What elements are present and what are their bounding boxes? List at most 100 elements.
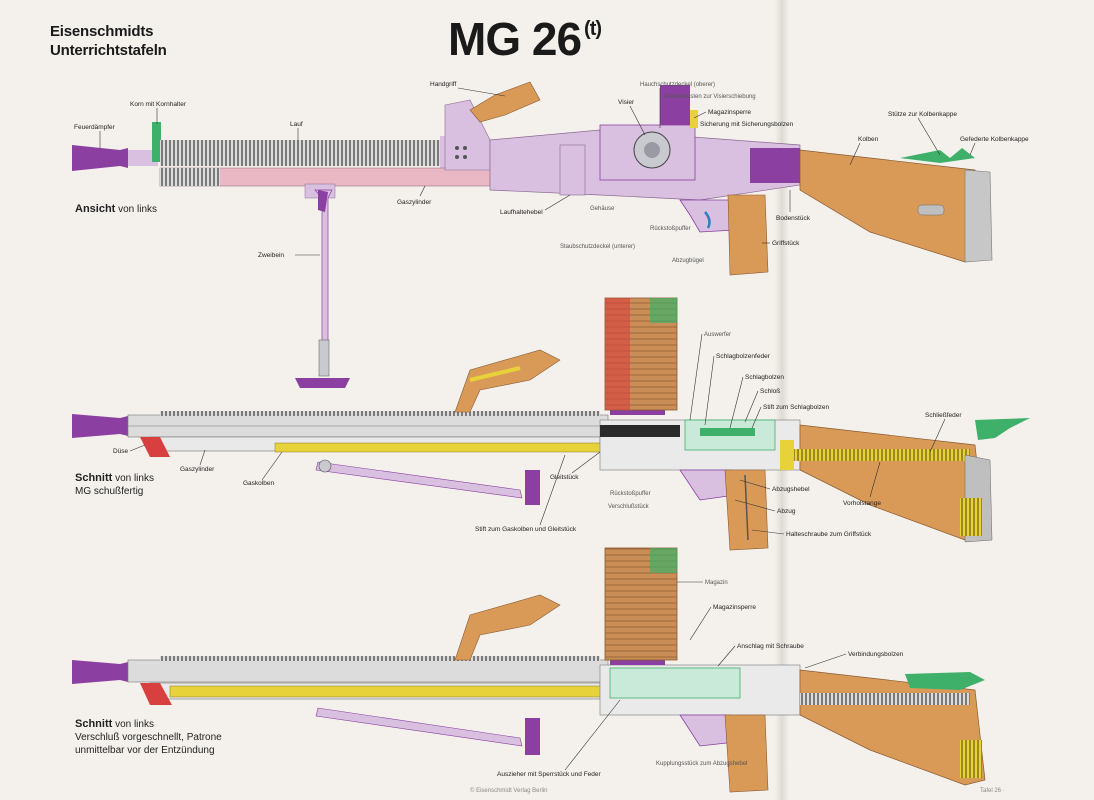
bolt-forward (609, 667, 741, 699)
barrel-latch (559, 144, 586, 196)
label-verbindungsbolzen: Verbindungsbolzen (848, 651, 904, 658)
label-stift-gaskolben: Stift zum Gaskolben und Gleitstück (475, 526, 577, 533)
section-view-1 (72, 297, 1030, 551)
gas-piston (169, 685, 611, 698)
label-sicherung: Sicherung mit Sicherungsbolzen (700, 121, 794, 128)
label-stift-schlagbolzen: Stift zum Schlagbolzen (763, 404, 830, 411)
page-title: MG 26(t) (448, 12, 602, 66)
label-kolben: Kolben (858, 136, 879, 143)
gas-nozzle (140, 683, 172, 705)
label-anschlag: Anschlag mit Schraube (737, 643, 804, 650)
label-magazin: Magazin (705, 580, 728, 586)
bipod-foot (295, 378, 350, 388)
butt-plate-mount (750, 148, 800, 183)
label-schlagbolzenfeder: Schlagbolzenfeder (716, 353, 771, 360)
view-caption-2: MG schußfertig (75, 486, 144, 497)
label-griffstueck: Griffstück (772, 240, 800, 247)
label-auswerfer: Auswerfer (704, 332, 731, 338)
view-caption: von links (115, 719, 154, 730)
carry-handle (454, 594, 561, 661)
labels-top: Feuerdämpfer Korn mit Kornhalter Lauf Ha… (74, 81, 1029, 264)
recoil-spring (790, 449, 970, 461)
label-gaszylinder: Gaszylinder (180, 466, 215, 473)
stock-section (799, 424, 986, 541)
butt-plate (964, 169, 993, 263)
magazine-catch (690, 110, 698, 128)
pistol-grip (727, 194, 769, 276)
carry-handle (469, 81, 541, 123)
label-deckel: Hauchschutzdeckel (oberer) (640, 82, 715, 88)
firing-pin (700, 428, 755, 436)
butt-support (975, 418, 1030, 440)
footer-plate: Tafel 26 · (980, 788, 1005, 794)
label-vorholstange: Vorholstange (843, 500, 881, 507)
flash-hider (72, 145, 128, 171)
barrel (160, 140, 445, 166)
label-lauf: Lauf (290, 121, 303, 128)
label-laufhalthebel: Laufhaltehebel (500, 209, 543, 216)
label-magazinsperre: Magazinsperre (708, 109, 751, 116)
page-fold (775, 0, 789, 800)
view-caption-3: unmittelbar vor der Entzündung (75, 745, 215, 756)
label-handgriff: Handgriff (430, 81, 456, 88)
carry-handle (454, 349, 561, 413)
label-schlagbolzen: Schlagbolzen (745, 374, 784, 381)
view-caption-2: Verschluß vorgeschnellt, Patrone (75, 732, 222, 743)
view-caption: von links (118, 204, 158, 215)
publisher-line-2: Unterrichtstafeln (50, 42, 167, 59)
pistol-grip (724, 714, 769, 793)
barrel-fins (160, 411, 600, 416)
label-puffer: Rückstoßpuffer (650, 226, 691, 232)
label-gleitstueck: Gleitstück (550, 474, 579, 481)
label-staubdeckel: Staubschutzdeckel (unterer) (560, 244, 635, 250)
flash-hider (72, 414, 128, 438)
label-visierschieber: Abdeckkasten zur Visierschiebung (664, 94, 756, 100)
view-label-section-2: Schnitt von links Verschluß vorgeschnell… (75, 718, 222, 757)
view-label-side: Ansicht von links (75, 203, 157, 216)
label-auszieher: Auszieher mit Sperrstück und Feder (497, 771, 602, 778)
gas-nozzle (140, 437, 170, 457)
butt-support (905, 672, 985, 690)
stock (799, 149, 986, 263)
label-feuerdaempfer: Feuerdämpfer (74, 124, 116, 131)
label-puffer: Rückstoßpuffer (610, 491, 651, 497)
front-sight (152, 122, 161, 162)
label-magazinsperre: Magazinsperre (713, 604, 756, 611)
bipod-folded (315, 707, 523, 747)
butt-support (900, 148, 975, 163)
label-gaskolben: Gaskolben (243, 480, 274, 487)
footer-publisher: © Eisenschmidt Verlag Berlin (470, 788, 548, 794)
label-zweibein: Zweibein (258, 252, 284, 259)
view-label-section-1: Schnitt von links MG schußfertig (75, 472, 154, 498)
label-verschlussstueck: Verschlußstück (608, 504, 650, 510)
label-kolbenkappe: Gefederte Kolbenkappe (960, 136, 1029, 143)
label-kupplung: Kupplungsstück zum Abzugshebel (656, 761, 747, 767)
butt-spring (960, 740, 982, 778)
view-title: Schnitt (75, 718, 113, 730)
labels-bot: Magazin Magazinsperre Anschlag mit Schra… (497, 580, 904, 778)
view-title: Ansicht (75, 203, 116, 215)
side-view (72, 81, 993, 388)
label-bodenstueck: Bodenstück (776, 215, 811, 222)
label-gehaeuse: Gehäuse (590, 206, 615, 212)
magazine-stub (660, 85, 690, 125)
barrel-section (127, 659, 609, 683)
label-abzugbuegel: Abzugbügel (672, 258, 704, 264)
label-abzugshebel: Abzugshebel (772, 486, 810, 493)
chamber (600, 425, 680, 437)
butt-spring (960, 498, 982, 536)
publisher-line-1: Eisenschmidts (50, 23, 154, 40)
section-view-2 (72, 547, 986, 793)
gas-piston (274, 442, 606, 453)
flash-hider (72, 660, 128, 684)
title-main: MG 26 (448, 13, 582, 65)
title-superscript: (t) (584, 18, 602, 40)
recoil-spring (800, 693, 970, 705)
publisher-name: Eisenschmidts Unterrichtstafeln (50, 22, 167, 60)
muzzle-sleeve (128, 150, 158, 166)
label-halteschraube: Halteschraube zum Griffstück (786, 531, 872, 538)
bipod (314, 189, 333, 361)
gas-regulator (160, 168, 220, 186)
